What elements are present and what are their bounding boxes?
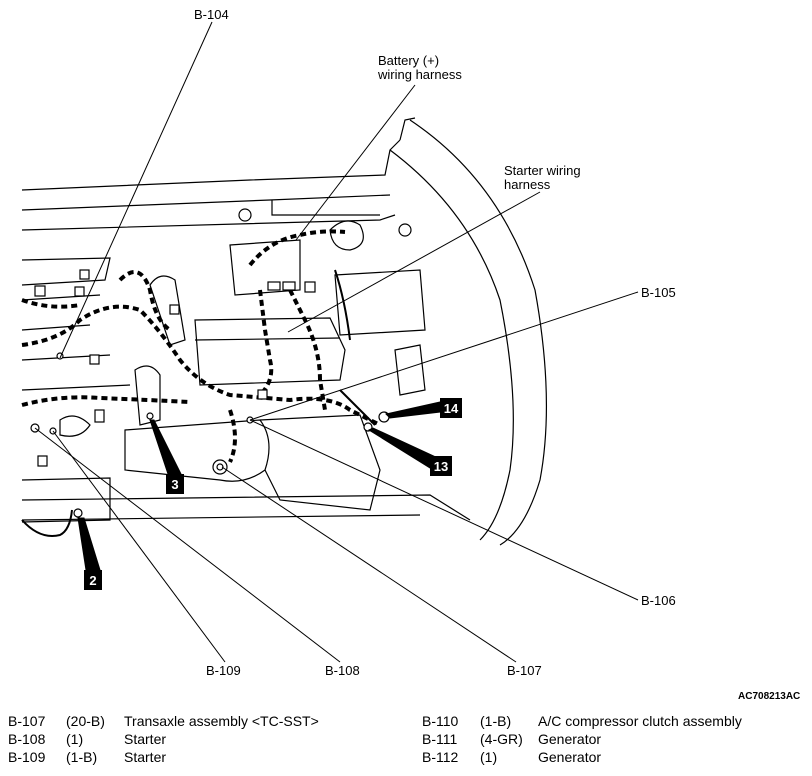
legend-row: B-112 (1) Generator (422, 748, 742, 766)
engine-bay-diagram: 2 3 13 14 B-104 Battery (+) wiring harne… (21, 7, 800, 700)
legend-spec: (1) (66, 731, 84, 747)
badge-3-text: 3 (171, 477, 178, 492)
label-b105: B-105 (641, 285, 676, 300)
legend-code: B-110 (422, 713, 459, 729)
leader-lines (34, 21, 639, 663)
legend-desc: Generator (538, 731, 602, 747)
legend-row: B-110 (1-B) A/C compressor clutch assemb… (422, 712, 742, 730)
callout-labels: B-104 Battery (+) wiring harness Starter… (194, 7, 800, 700)
label-starter: Starter wiring (504, 163, 581, 178)
badge-14 (440, 398, 462, 418)
badge-14-text: 14 (444, 401, 459, 416)
engine-bay-outline (21, 117, 548, 546)
badge-pointers (77, 401, 441, 571)
label-b107: B-107 (507, 663, 542, 678)
label-battery-2: wiring harness (377, 67, 462, 82)
label-b109: B-109 (206, 663, 241, 678)
badge-2 (84, 570, 102, 590)
badge-13 (430, 456, 452, 476)
label-b106: B-106 (641, 593, 676, 608)
legend-code: B-112 (422, 749, 459, 765)
legend-right: B-110 (1-B) A/C compressor clutch assemb… (422, 712, 742, 766)
legend-code: B-109 (8, 749, 46, 765)
label-b108: B-108 (325, 663, 360, 678)
connectors (30, 269, 390, 518)
legend-row: B-111 (4-GR) Generator (422, 730, 742, 748)
legend-code: B-107 (8, 713, 46, 729)
legend-desc: Generator (538, 749, 602, 765)
figure-code: AC708213AC (738, 691, 800, 700)
legend-spec: (20-B) (66, 713, 105, 729)
legend-desc: Starter (124, 749, 167, 765)
legend-code: B-108 (8, 731, 46, 747)
legend-row: B-108 (1) Starter (8, 730, 319, 748)
legend-spec: (4-GR) (480, 731, 523, 747)
legend-row: B-107 (20-B) Transaxle assembly <TC-SST> (8, 712, 319, 730)
legend-spec: (1-B) (480, 713, 512, 729)
badge-2-text: 2 (89, 573, 96, 588)
label-b104: B-104 (194, 7, 229, 22)
label-starter-2: harness (504, 177, 551, 192)
badges: 2 3 13 14 (84, 398, 462, 590)
legend-desc: Starter (124, 731, 167, 747)
legend-spec: (1) (480, 749, 498, 765)
wiring-harnesses (21, 229, 381, 463)
legend-desc: A/C compressor clutch assembly (538, 713, 742, 729)
badge-3 (166, 474, 184, 494)
legend-left: B-107 (20-B) Transaxle assembly <TC-SST>… (8, 712, 319, 766)
badge-13-text: 13 (434, 459, 448, 474)
label-battery: Battery (+) (378, 53, 439, 68)
legend-spec: (1-B) (66, 749, 98, 765)
legend-code: B-111 (422, 731, 458, 747)
legend-row: B-109 (1-B) Starter (8, 748, 319, 766)
ground-cables (21, 269, 376, 537)
legend-desc: Transaxle assembly <TC-SST> (124, 713, 319, 729)
